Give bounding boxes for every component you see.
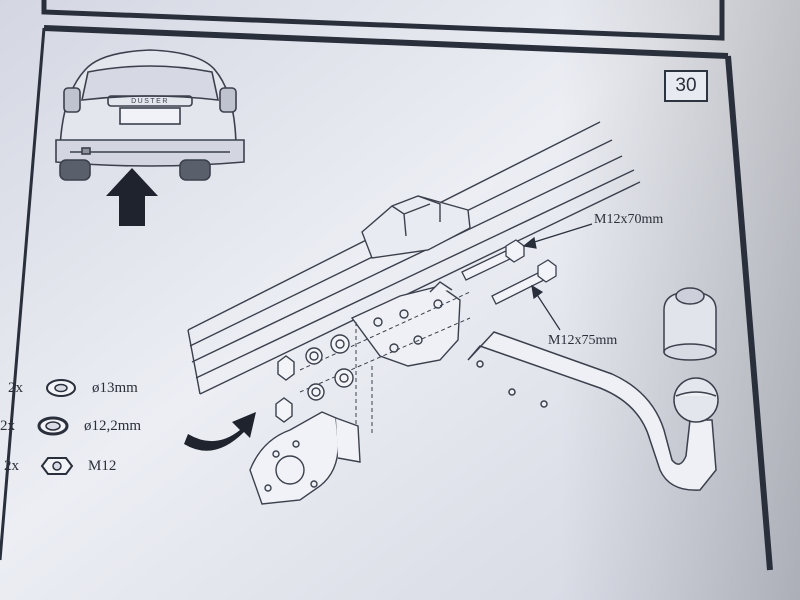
legend-qty: 2x [4,457,19,474]
assembly-guide-lines [299,291,471,436]
step-number: 30 [675,75,697,96]
bolt-m12x75 [491,259,557,305]
car-rear-illustration [55,49,245,181]
legend-label: ø12,2mm [84,417,142,434]
legend-label: M12 [88,457,117,474]
fastener-stack [275,334,354,423]
flat-washer-icon [46,379,76,397]
up-arrow-icon [106,168,158,226]
tow-bar [467,331,719,491]
legend-row-washer: 2x ø13mm [8,376,138,400]
car-badge-text: DUSTER [131,98,169,105]
bolt-label-m12x75: M12x75mm [548,333,618,348]
previous-step-frame [41,0,725,41]
bolt-label-m12x70: M12x70mm [594,212,664,227]
legend-label: ø13mm [92,379,138,396]
curved-arrow-icon [184,412,256,451]
bolt-m12x70 [461,239,525,281]
hex-nut-icon [40,457,74,475]
mounting-bracket [361,195,471,259]
hitch-plate [350,281,461,367]
legend-qty: 2x [8,379,23,396]
socket-plate [249,411,361,505]
step-frame [0,25,773,571]
callout-lines [522,223,593,331]
step-number-box: 30 [664,70,708,102]
spring-washer-icon [37,416,69,436]
legend-qty: 2x [0,417,15,434]
ball-cover-cap [663,287,717,361]
legend-row-spring-washer: 2x ø12,2mm [0,414,141,438]
legend-row-nut: 2x M12 [4,454,116,478]
